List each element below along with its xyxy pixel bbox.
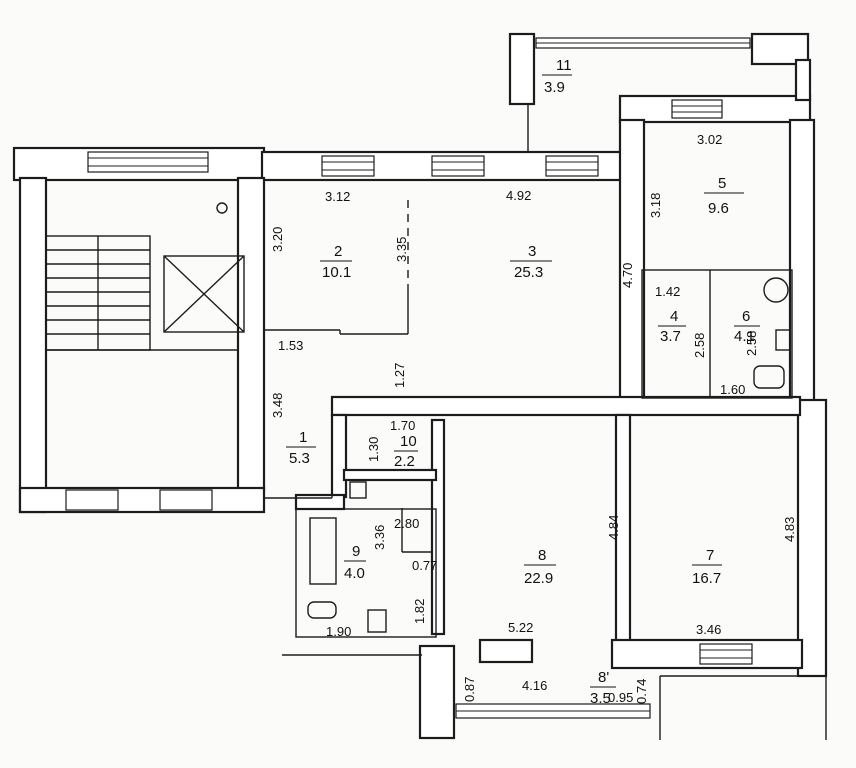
dim-label: 4.70 [620, 263, 635, 288]
dim-label: 1.90 [326, 624, 351, 639]
room-2-area: 10.1 [322, 264, 351, 281]
partitions [45, 104, 827, 740]
wall-balcony-left [508, 32, 536, 106]
bathtub-icon [309, 517, 337, 585]
elevator-shaft-icon [163, 255, 245, 333]
room-3-number: 3 [528, 243, 536, 260]
window-top-3 [431, 155, 485, 177]
wall-8-left [430, 418, 446, 636]
toilet-icon-9 [307, 601, 337, 619]
dim-label: 0.95 [608, 690, 633, 705]
room-1-area: 5.3 [289, 450, 310, 467]
toilet-icon [753, 365, 785, 389]
wall-bottom-left [18, 486, 266, 514]
wall-10-bottom [342, 468, 438, 482]
window-bottom-left [65, 489, 119, 511]
dim-label: 1.42 [655, 284, 680, 299]
dim-label: 3.12 [325, 189, 350, 204]
room-10-number: 10 [400, 433, 417, 450]
wall-left [18, 176, 48, 514]
fixture-circle-icon [216, 202, 228, 214]
window-room7 [699, 643, 753, 665]
dimension-labels: 3.02 3.18 3.12 4.92 3.20 3.35 4.70 1.42 … [270, 132, 797, 705]
sink-icon-10 [349, 481, 367, 499]
window-top-1 [87, 151, 209, 173]
room-8prime-number: 8' [598, 669, 609, 686]
shower-icon [763, 277, 789, 303]
room-11-area: 3.9 [544, 79, 565, 96]
wall-room5-left [618, 118, 646, 402]
dim-label: 3.18 [648, 193, 663, 218]
wall-right-lower [796, 398, 828, 678]
rooms-4-6-box [641, 269, 793, 399]
room-5-area: 9.6 [708, 200, 729, 217]
room-11-number: 11 [556, 57, 572, 74]
dim-label: 1.53 [278, 338, 303, 353]
dim-label: 0.77 [412, 558, 437, 573]
wall-8prime-left [418, 644, 456, 740]
wall-stair-right [236, 176, 266, 492]
dim-label: 3.46 [696, 622, 721, 637]
wall-8prime-pier [478, 638, 534, 664]
window-top-4 [545, 155, 599, 177]
room-5-number: 5 [718, 175, 726, 192]
sink-icon [775, 329, 791, 351]
dim-label: 1.60 [720, 382, 745, 397]
dim-label: 5.22 [508, 620, 533, 635]
window-top-2 [321, 155, 375, 177]
room-8-area: 22.9 [524, 570, 553, 587]
window-bottom-mid [159, 489, 213, 511]
sink-icon-9 [367, 609, 387, 633]
room-10-area: 2.2 [394, 453, 415, 470]
windows [65, 37, 753, 719]
dim-label: 4.83 [782, 517, 797, 542]
room-7-area: 16.7 [692, 570, 721, 587]
room-9-area: 4.0 [344, 565, 365, 582]
wall-9-top-left [294, 493, 346, 511]
dim-label: 4.16 [522, 678, 547, 693]
wall-middle-horizontal [330, 395, 802, 417]
wall-10-left [330, 413, 348, 499]
dim-label: 3.36 [372, 525, 387, 550]
room-4-area: 3.7 [660, 328, 681, 345]
room-6-area: 4.1 [734, 328, 755, 345]
dim-label: 1.27 [392, 363, 407, 388]
room-labels: 1 5.3 2 10.1 3 25.3 4 3.7 5 9.6 6 4.1 7 … [286, 57, 760, 707]
room-7-number: 7 [706, 547, 714, 564]
wall-balcony-right-drop [794, 58, 812, 102]
dim-label: 0.74 [634, 679, 649, 704]
room-9-box [295, 508, 437, 638]
room-2-number: 2 [334, 243, 342, 260]
dim-label: 4.92 [506, 188, 531, 203]
wall-right-upper [788, 118, 816, 412]
dim-label: 2.58 [692, 333, 707, 358]
dim-label: 3.02 [697, 132, 722, 147]
dim-label: 0.87 [462, 677, 477, 702]
dim-label: 2.58 [744, 331, 759, 356]
dim-label: 1.82 [412, 599, 427, 624]
dim-label: 3.35 [394, 237, 409, 262]
dim-label: 3.48 [270, 393, 285, 418]
room-3-area: 25.3 [514, 264, 543, 281]
room-4-number: 4 [670, 308, 678, 325]
room-8-number: 8 [538, 547, 546, 564]
room-6-number: 6 [742, 308, 750, 325]
room-8prime-area: 3.5 [590, 690, 611, 707]
dim-label: 3.20 [270, 227, 285, 252]
dim-label: 2.80 [394, 516, 419, 531]
room-1-number: 1 [299, 429, 307, 446]
dim-label: 1.70 [390, 418, 415, 433]
room-9-number: 9 [352, 543, 360, 560]
window-room5 [671, 99, 723, 119]
dim-label: 1.30 [366, 437, 381, 462]
dim-label: 4.84 [606, 515, 621, 540]
